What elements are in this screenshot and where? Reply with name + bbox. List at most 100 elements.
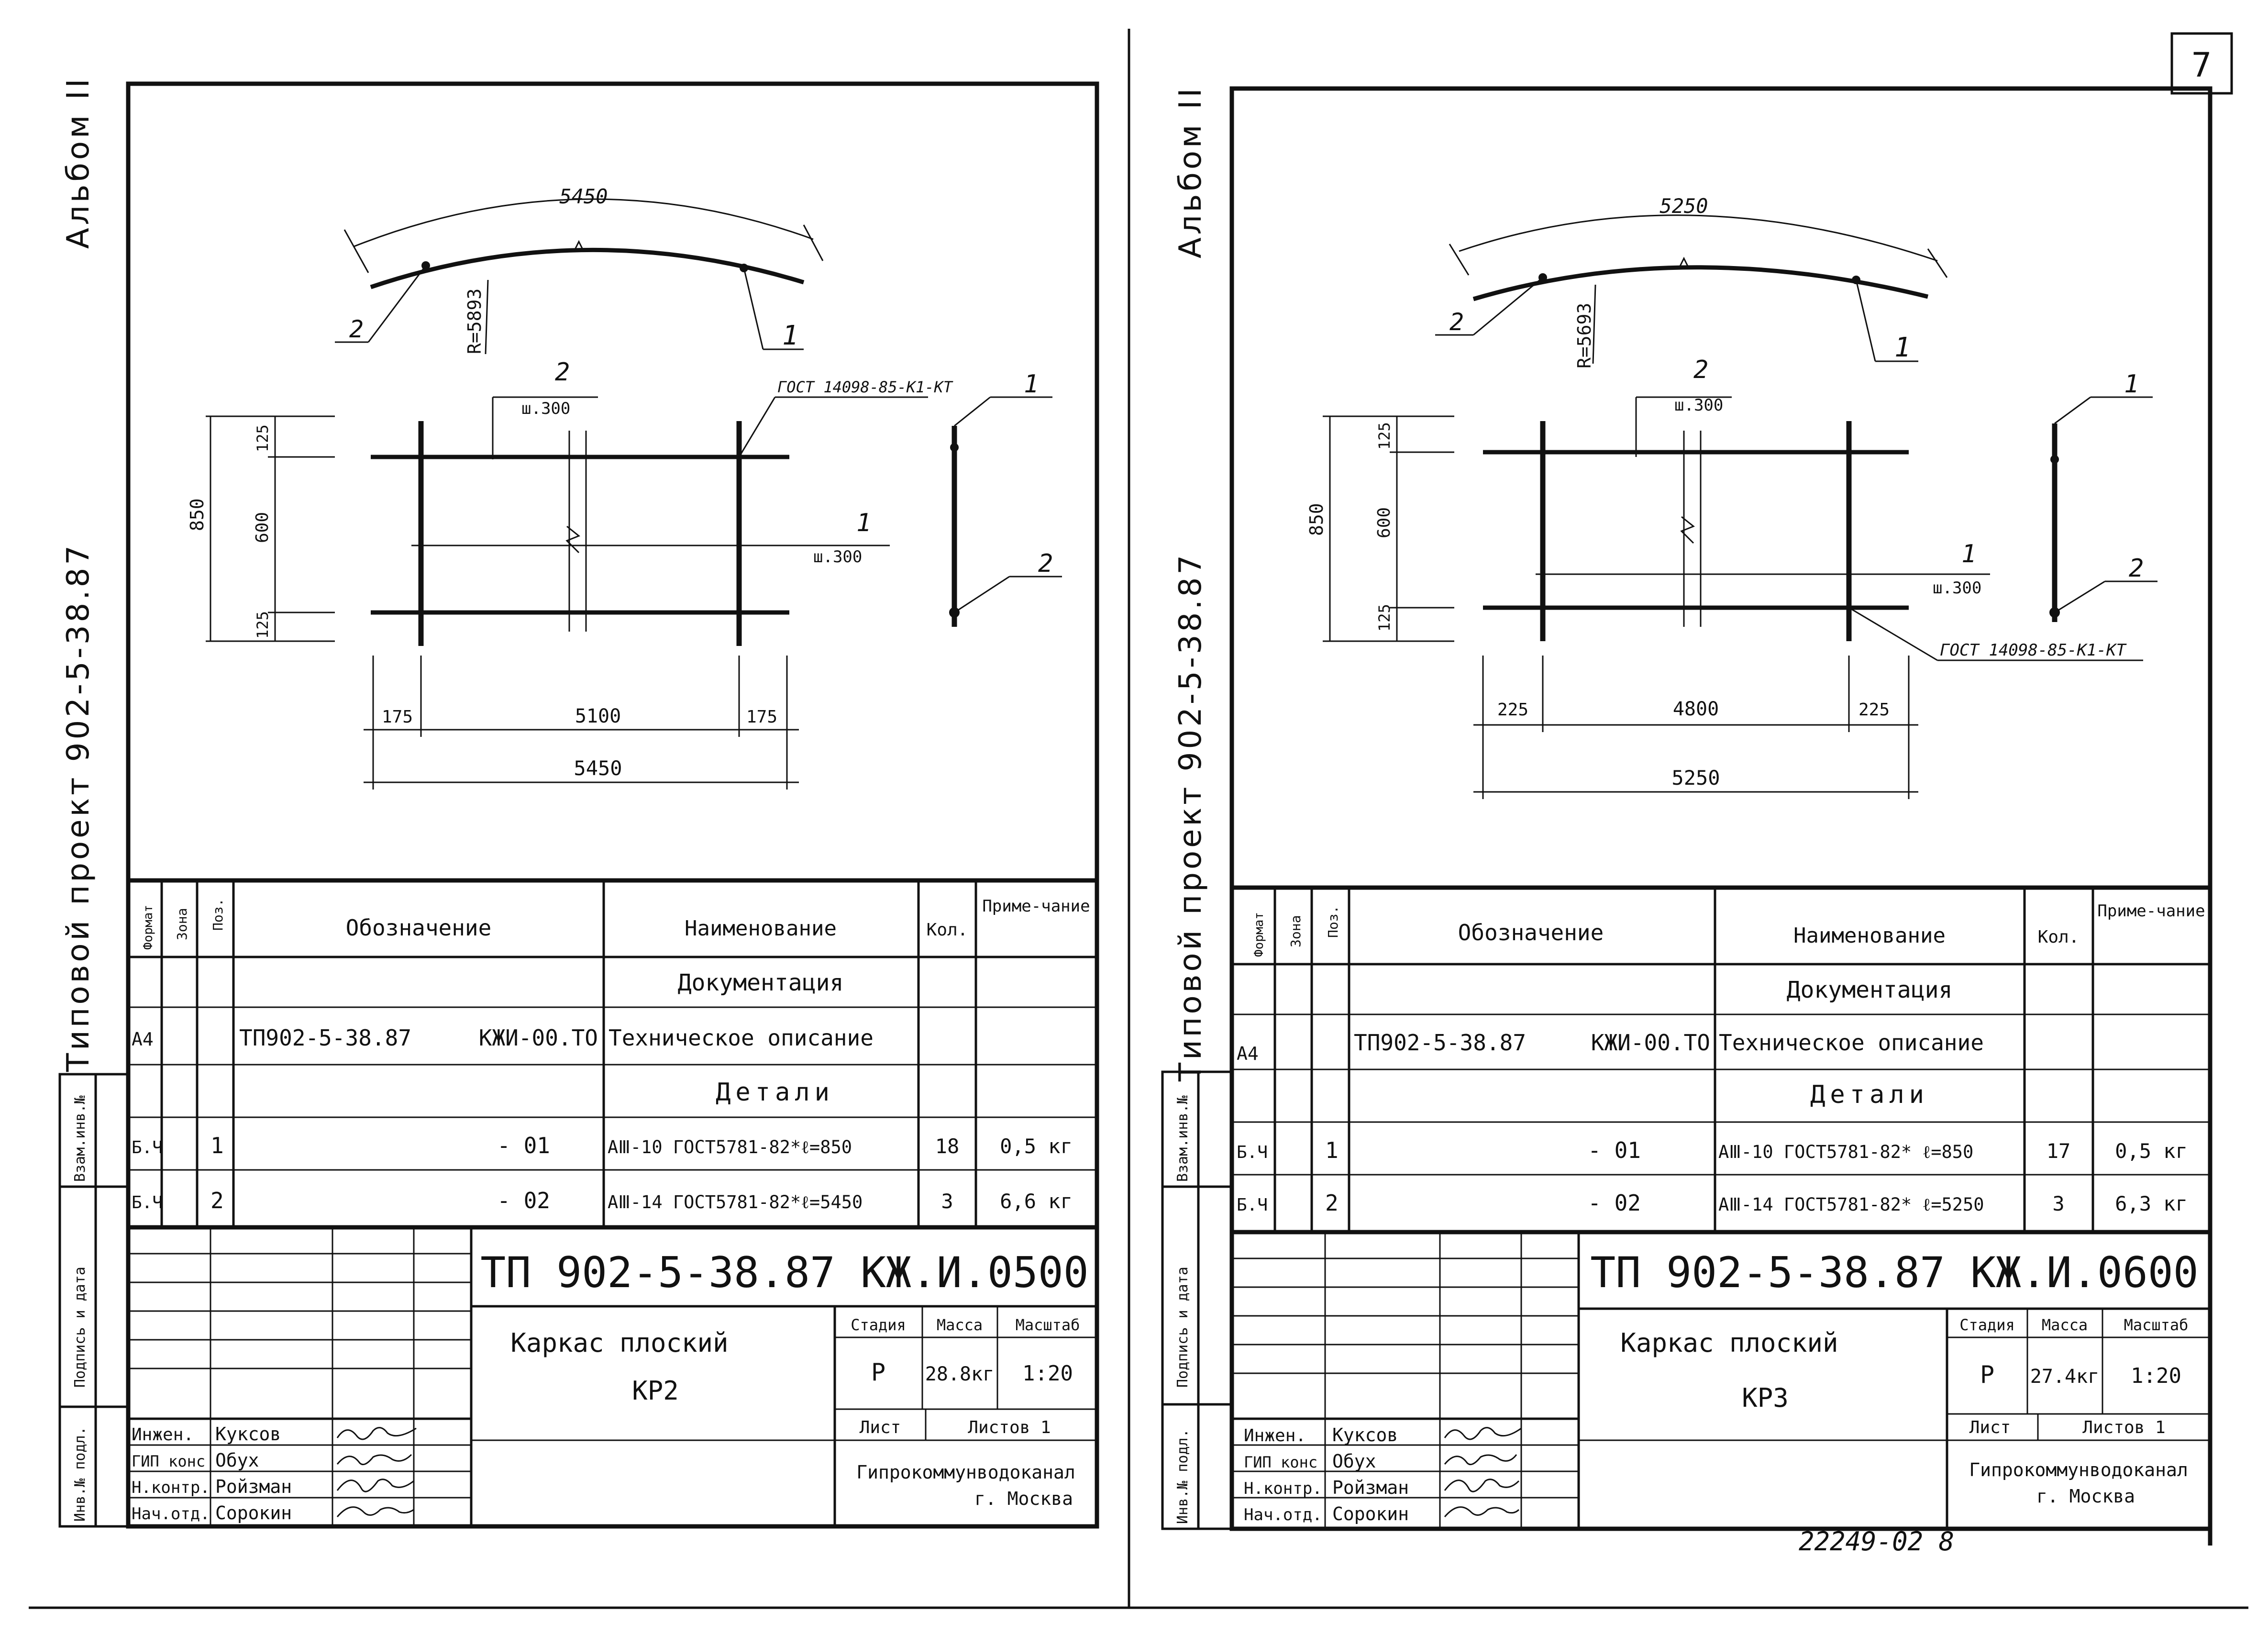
staff-name-4: Сорокин [215,1502,292,1524]
inventory-strip: Инв.№ подл. Подпись и дата Взам.инв.№ [1161,1070,1233,1530]
drawing-frame [1229,86,2213,1531]
staff-role-3: Н.контр. [132,1478,210,1497]
tb-scale-label: Масштаб [1016,1316,1080,1334]
hdr-zone: Зона [174,908,190,940]
tb-name-1: Каркас плоский [1620,1328,1838,1358]
section-docs: Документация [1787,977,1953,1003]
tb-stage: Р [1980,1361,1994,1389]
doc-designation: ТП902-5-38.87 [1354,1030,1526,1056]
staff-role-2: ГИП конс [132,1452,205,1470]
project-side-title: Типовой проект 902-5-38.87 [61,543,96,1072]
row2-format: Б.Ч [1237,1195,1268,1215]
grid-top-step: ш.300 [1674,396,1723,415]
dim-left: 175 [382,707,413,727]
grid-top-step: ш.300 [521,399,570,418]
dim-mid: 4800 [1673,698,1719,720]
arc-pos-left: 2 [349,315,364,343]
staff-role-1: Инжен. [132,1425,194,1445]
tb-sheet-label: Лист [860,1418,901,1437]
staff-role-3: Н.контр. [1244,1479,1322,1498]
hdr-name: Наименование [685,916,837,941]
strip-signature-date: Подпись и дата [1174,1267,1191,1388]
row1-note: 0,5 кг [1000,1134,1073,1158]
staff-name-2: Обух [215,1450,259,1471]
row2-format: Б.Ч [132,1193,163,1212]
staff-name-3: Ройзман [1332,1477,1409,1498]
row2-name: АⅢ-14 ГОСТ5781-82*ℓ=5450 [608,1192,863,1212]
row1-name: АⅢ-10 ГОСТ5781-82*ℓ=850 [608,1137,852,1157]
tb-scale: 1:20 [1022,1361,1073,1386]
grid-gost: ГОСТ 14098-85-К1-КТ [777,378,953,396]
grid-top-label: 2 [1693,356,1708,384]
row2-designation: - 02 [1588,1190,1641,1216]
hdr-note: Приме-чание [982,897,1090,916]
hdr-qty: Кол. [927,920,968,940]
row2-note: 6,6 кг [1000,1190,1073,1213]
grid-right-step: ш.300 [813,547,862,567]
dim-right: 225 [1859,700,1890,720]
strip-signature-date: Подпись и дата [72,1267,89,1388]
section-parts: Детали [1810,1080,1929,1109]
dim-bottom: 125 [254,611,272,639]
dim-mid: 5100 [575,705,621,727]
strip-inv-original: Инв.№ подл. [72,1426,89,1522]
side-label-bottom: 2 [2129,554,2144,583]
hdr-qty: Кол. [2038,927,2080,947]
tb-org-2: г. Москва [974,1488,1073,1509]
side-label-top: 1 [1024,370,1039,399]
doc-name: Техническое описание [1719,1030,1984,1056]
doc-code: КЖИ-00.ТО [1591,1030,1710,1056]
album-label: Альбом II [61,76,96,249]
sheet-kr3: Альбом II Типовой проект 902-5-38.87 Инв… [1161,86,2213,1531]
arc-length: 5450 [559,185,608,208]
side-label-bottom: 2 [1038,549,1053,578]
hdr-pos: Поз. [210,899,226,931]
side-view: 1 2 [2049,370,2157,622]
footer-code: 22249-02 8 [1799,1526,1954,1557]
staff-name-2: Обух [1332,1451,1376,1472]
tb-code: ТП 902-5-38.87 КЖ.И.0500 [480,1248,1089,1297]
dim-top: 125 [1375,422,1394,450]
row2-qty: 3 [2052,1192,2064,1215]
tb-sheet-label: Лист [1969,1418,2011,1437]
strip-inv-original: Инв.№ подл. [1174,1429,1191,1524]
arc-radius: R=5893 [464,289,485,354]
tb-org-1: Гипрокоммунводоканал [856,1462,1075,1483]
doc-format: А4 [1237,1043,1259,1064]
strip-replace-inv: Взам.инв.№ [72,1095,89,1182]
row2-pos: 2 [1325,1190,1339,1216]
grid-plan: 2 ш.300 1 ш.300 ГОСТ 14098-85-К1-КТ 850 … [187,358,953,790]
dim-total: 5450 [574,756,622,780]
tb-stage: Р [871,1358,885,1386]
hdr-name: Наименование [1793,923,1946,948]
doc-format: А4 [132,1029,154,1050]
strip-replace-inv: Взам.инв.№ [1174,1095,1191,1182]
hdr-pos: Поз. [1325,906,1341,938]
row1-pos: 1 [1325,1137,1339,1163]
staff-name-1: Куксов [215,1424,281,1445]
tb-mass: 27.4кг [2030,1366,2100,1388]
hdr-designation: Обозначение [346,915,492,941]
dim-bottom: 125 [1375,604,1394,632]
signature-3 [336,1479,414,1492]
grid-top-label: 2 [555,358,570,387]
arc-length: 5250 [1660,194,1708,218]
side-label-top: 1 [2124,370,2139,399]
row2-designation: - 02 [497,1188,550,1213]
signature-1 [336,1427,417,1440]
tb-name-1: Каркас плоский [510,1328,728,1358]
grid-right-step: ш.300 [1933,578,1981,598]
tb-code: ТП 902-5-38.87 КЖ.И.0600 [1590,1248,2199,1297]
staff-role-4: Нач.отд. [132,1504,210,1524]
doc-name: Техническое описание [608,1025,874,1051]
title-block: ТП 902-5-38.87 КЖ.И.0500 Каркас плоский … [128,1227,1097,1526]
arc-view: 5450 R=5893 2 1 [335,185,824,355]
section-parts: Детали [716,1078,834,1107]
grid-plan: 2 ш.300 1 ш.300 ГОСТ 14098-85-К1-КТ 850 … [1306,356,2143,799]
dim-top: 125 [254,424,272,452]
signature-4 [336,1506,414,1517]
side-view: 1 2 [949,370,1062,627]
row1-qty: 18 [935,1134,960,1158]
hdr-format: Формат [141,905,155,950]
grid-right-label: 1 [1961,540,1976,568]
